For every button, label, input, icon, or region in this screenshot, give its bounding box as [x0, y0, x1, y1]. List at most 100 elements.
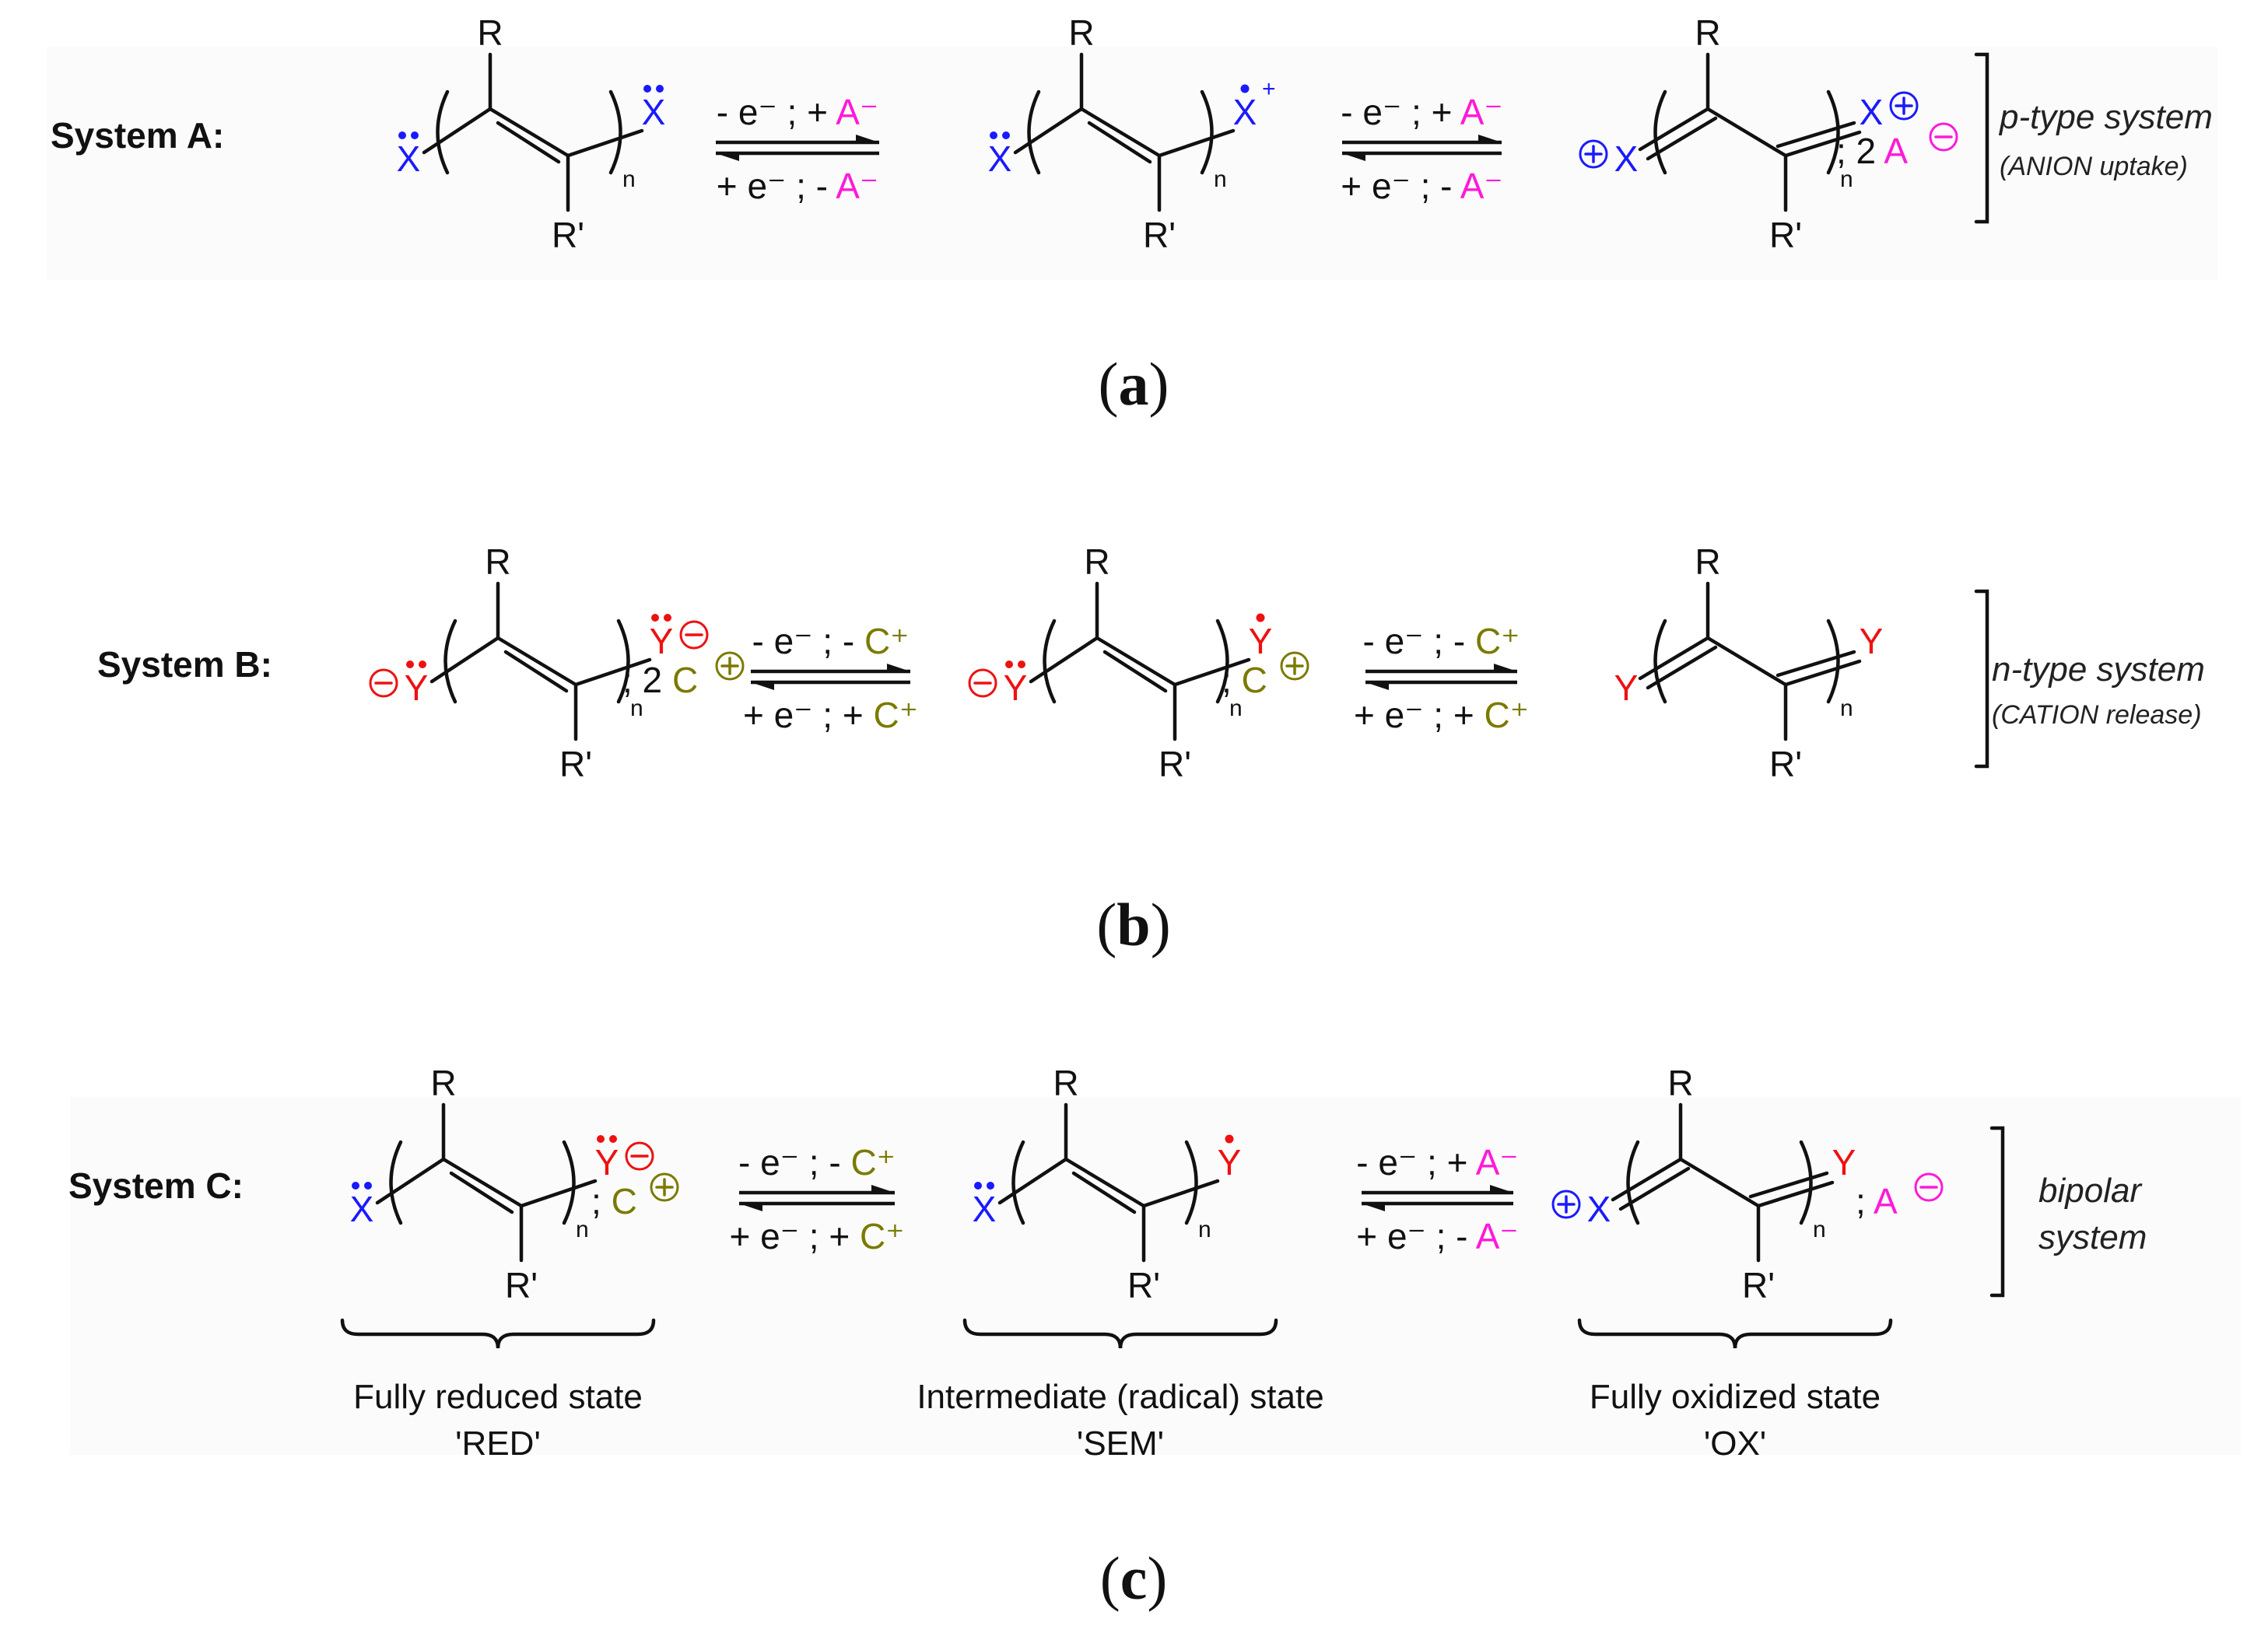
bond-double-left-b	[1646, 645, 1718, 690]
counterion-charge	[1914, 1172, 1944, 1202]
bond-left	[1029, 636, 1099, 684]
lone-pair-dot	[597, 1135, 605, 1143]
radical-dot	[1256, 613, 1265, 622]
subscript-n: n	[630, 696, 643, 721]
label-Rp: R'	[552, 215, 584, 255]
charge-circle	[625, 1141, 654, 1171]
system-bracket	[1974, 52, 1989, 224]
lone-pair-dot	[1018, 661, 1025, 668]
lone-pair-dot	[990, 131, 997, 139]
bond-double-right-a	[1783, 659, 1862, 687]
lone-pair-dot	[398, 131, 406, 139]
right-lone-pair	[643, 85, 664, 93]
lone-pair-dot	[352, 1182, 359, 1190]
counterion-charge	[1929, 122, 1958, 152]
label-Rp: R'	[1143, 215, 1176, 255]
bond-double-left-b	[1618, 1166, 1691, 1211]
equilibrium-arrow-2: - e⁻ ; + A⁻+ e⁻ ; - A⁻	[1341, 92, 1502, 206]
system-bracket	[1974, 589, 1989, 769]
charge-circle	[1929, 122, 1958, 152]
forward-arrow-head	[1494, 664, 1517, 671]
state-label-3: Fully oxidized state	[1590, 1378, 1881, 1416]
bond-single	[1678, 1157, 1761, 1208]
atom-left: X	[1587, 1189, 1611, 1229]
arrow-bottom-label: + e⁻ ; - A⁻	[1341, 166, 1502, 206]
label-R: R	[1667, 1063, 1693, 1103]
system-note-line-1: n-type system	[1992, 650, 2205, 689]
arrow-top-label: - e⁻ ; + A⁻	[1356, 1142, 1518, 1183]
bond-left	[422, 107, 493, 155]
bond-double-b	[503, 650, 569, 693]
label-Rp: R'	[1769, 744, 1802, 784]
arrow-bottom-label: + e⁻ ; - A⁻	[1356, 1216, 1518, 1256]
arrow-top-label: - e⁻ ; - C⁺	[738, 1142, 896, 1183]
bracket-left	[1011, 1140, 1025, 1225]
bond-double-right-a	[1783, 130, 1862, 158]
state-label-2: Intermediate (radical) state	[917, 1378, 1323, 1416]
charge-circle	[968, 668, 997, 698]
equilibrium-arrow-1: - e⁻ ; + A⁻+ e⁻ ; - A⁻	[716, 92, 879, 206]
counterion-state-1: ; C	[591, 1172, 679, 1221]
lone-pair-dot	[643, 85, 651, 93]
atom-right: Y	[1860, 621, 1884, 661]
bond-double-left-a	[1638, 107, 1710, 152]
charge-circle	[1579, 139, 1608, 169]
atom-right: Y	[1249, 621, 1273, 661]
lone-pair-dot	[1005, 661, 1013, 668]
bond-double-right-b	[1775, 650, 1856, 678]
label-Rp: R'	[1159, 744, 1191, 784]
panel-b: System B:RR'nYY; 2 CRR'nYY; CRR'nYY- e⁻ …	[97, 541, 2205, 958]
label-Rp: R'	[559, 744, 592, 784]
system-note-line-1: bipolar	[2038, 1172, 2143, 1210]
panel-caption: (c)	[1100, 1544, 1168, 1612]
forward-arrow-head	[1490, 1185, 1513, 1193]
bond-double-left-b	[1646, 116, 1718, 161]
arrow-bottom-label: + e⁻ ; + C⁺	[743, 695, 918, 735]
bond-left	[1013, 107, 1084, 155]
bracket-right	[608, 89, 622, 175]
forward-arrow-head	[856, 135, 879, 142]
atom-left: Y	[405, 668, 429, 708]
equilibrium-arrow-1: - e⁻ ; - C⁺ + e⁻ ; + C⁺	[730, 1142, 905, 1256]
right-lone-pair	[651, 614, 671, 622]
counterion-state-3: ; A	[1856, 1172, 1944, 1221]
bond-right	[1173, 657, 1251, 687]
label-R: R	[1695, 541, 1720, 582]
bond-double-b	[1102, 650, 1168, 693]
left-charge	[1579, 139, 1608, 169]
lone-pair-dot	[411, 131, 419, 139]
subscript-n: n	[1840, 166, 1853, 192]
state-code-1: 'RED'	[455, 1424, 541, 1463]
bracket-left	[436, 89, 450, 175]
left-charge	[968, 668, 997, 698]
label-R: R	[485, 541, 510, 582]
atom-left: X	[988, 138, 1012, 179]
bracket-left	[1653, 619, 1667, 704]
bond-double-a	[496, 636, 578, 687]
bracket-right	[1200, 89, 1214, 175]
bracket-right	[562, 1140, 576, 1225]
system-label: System B:	[97, 644, 272, 685]
counterion-state-2: ; C	[1222, 651, 1309, 700]
atom-left: Y	[1614, 668, 1639, 708]
arrow-bottom-label: + e⁻ ; + C⁺	[730, 1216, 905, 1256]
state-code-2: 'SEM'	[1077, 1424, 1164, 1463]
bond-right	[573, 657, 652, 687]
bond-right	[1141, 1179, 1220, 1208]
label-R: R	[1053, 1063, 1078, 1103]
state-label-1: Fully reduced state	[353, 1378, 643, 1416]
reverse-arrow-head	[751, 682, 774, 690]
atom-left: X	[1614, 138, 1639, 179]
right-charge	[625, 1141, 654, 1171]
label-Rp: R'	[505, 1265, 538, 1305]
bracket-right	[1184, 1140, 1198, 1225]
bond-double-b	[449, 1171, 514, 1214]
charge-circle	[1914, 1172, 1944, 1202]
bond-double-right-a	[1756, 1180, 1835, 1208]
forward-arrow-head	[1478, 135, 1502, 142]
bond-left	[429, 636, 500, 684]
subscript-n: n	[576, 1217, 589, 1242]
atom-right: Y	[595, 1142, 619, 1183]
